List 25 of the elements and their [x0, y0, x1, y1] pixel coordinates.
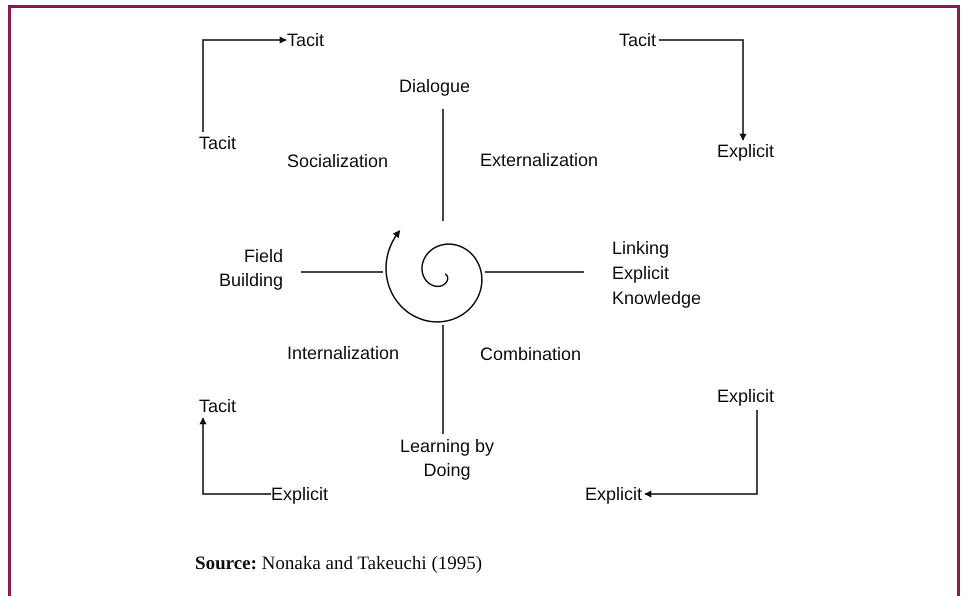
source-caption: Source: Nonaka and Takeuchi (1995) — [195, 553, 482, 575]
connector-line — [442, 109, 444, 221]
quadrant-label: Internalization — [287, 342, 400, 364]
arrow — [202, 36, 287, 132]
node-label: Tacit — [287, 29, 324, 51]
arrow — [644, 410, 758, 498]
node-label: Explicit — [585, 483, 642, 505]
connector-line — [301, 271, 383, 273]
arrow — [200, 417, 271, 495]
node-label: Tacit — [199, 395, 236, 417]
node-label: Explicit — [717, 385, 774, 407]
node-label: Dialogue — [399, 75, 470, 97]
connector-line — [442, 325, 444, 434]
quadrant-label: Combination — [480, 343, 582, 365]
node-label: Learning by Doing — [388, 434, 506, 482]
arrow — [659, 39, 746, 141]
connector-line — [485, 271, 584, 273]
quadrant-label: Socialization — [287, 150, 388, 172]
node-label: Explicit — [271, 483, 328, 505]
node-label: Field Building — [200, 244, 283, 292]
quadrant-label: Externalization — [480, 149, 598, 171]
node-label: Explicit — [717, 140, 774, 162]
node-label: Linking Explicit Knowledge — [612, 236, 727, 311]
node-label: Tacit — [199, 132, 236, 154]
node-label: Tacit — [619, 29, 656, 51]
